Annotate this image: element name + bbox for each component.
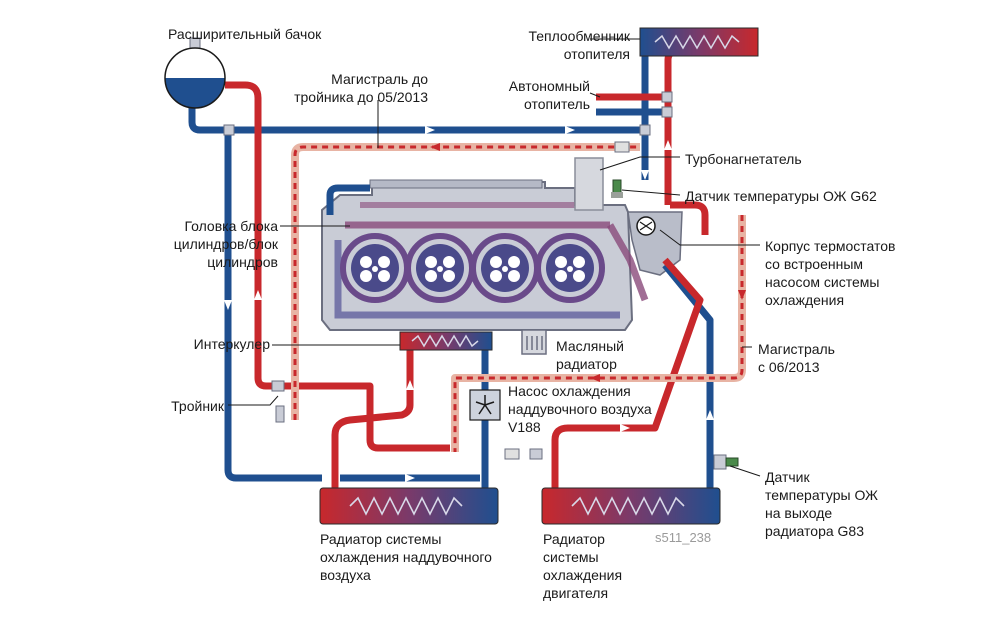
charge-air-pump xyxy=(469,389,501,421)
cylinders xyxy=(340,233,605,303)
label-charge-air-radiator-3: воздуха xyxy=(320,567,371,583)
label-aux-heater: Автономный отопитель xyxy=(500,77,590,113)
label-main-line-old: Магистраль до тройника до 05/2013 xyxy=(270,70,428,106)
label-engine-radiator-2: системы xyxy=(543,549,599,565)
hot-flow-arrows xyxy=(254,140,672,432)
turbocharger xyxy=(574,157,604,211)
label-thermostat-housing-2: со встроенным xyxy=(765,256,864,272)
label-heater-core-1: Теплообменник xyxy=(528,28,630,44)
label-sensor-g83-2: температуры ОЖ xyxy=(765,487,878,503)
label-heater-core: Теплообменник отопителя xyxy=(520,27,630,63)
label-sensor-g83-4: радиатора G83 xyxy=(765,523,865,539)
sensor-g62 xyxy=(611,179,623,198)
oil-cooler xyxy=(521,329,547,355)
label-main-line-old-2: тройника до 05/2013 xyxy=(294,89,428,105)
label-oil-cooler: Масляный радиатор xyxy=(556,337,624,373)
label-sensor-g83-1: Датчик xyxy=(765,469,810,485)
label-engine-radiator-4: двигателя xyxy=(543,585,609,601)
dashed-flow-arrows xyxy=(430,143,746,382)
heater-core xyxy=(639,27,759,57)
label-sensor-g62: Датчик температуры ОЖ G62 xyxy=(685,188,877,204)
label-thermostat-housing-4: охлаждения xyxy=(765,292,845,308)
label-turbocharger: Турбонагнетатель xyxy=(685,151,802,167)
label-charge-air-radiator-1: Радиатор системы xyxy=(320,531,442,547)
label-tee: Тройник xyxy=(171,398,224,414)
label-main-line-new-1: Магистраль xyxy=(758,341,835,357)
label-thermostat-housing-3: насосом системы xyxy=(765,274,880,290)
label-intercooler: Интеркулер xyxy=(193,336,270,352)
label-main-line-old-1: Магистраль до xyxy=(331,71,428,87)
label-aux-heater-2: отопитель xyxy=(524,96,590,112)
fittings xyxy=(223,91,727,470)
label-charge-air-radiator-2: охлаждения наддувочного xyxy=(320,549,492,565)
label-engine-radiator-3: охлаждения xyxy=(543,567,623,583)
label-oil-cooler-1: Масляный xyxy=(556,338,624,354)
label-expansion-tank: Расширительный бачок xyxy=(168,26,322,42)
label-charge-air-pump-3: V188 xyxy=(508,419,541,435)
tee-fitting xyxy=(271,380,285,392)
charge-air-radiator xyxy=(319,487,499,525)
label-charge-air-pump: Насос охлаждения наддувочного воздуха V1… xyxy=(508,382,652,436)
label-thermostat-housing-1: Корпус термостатов xyxy=(765,238,896,254)
label-aux-heater-1: Автономный xyxy=(508,78,590,94)
label-heater-core-2: отопителя xyxy=(563,46,630,62)
label-sensor-g83-3: на выходе xyxy=(765,505,833,521)
label-cylinder-head-3: цилиндров xyxy=(207,254,278,270)
label-oil-cooler-2: радиатор xyxy=(556,356,617,372)
label-cylinder-head-2: цилиндров/блок xyxy=(173,236,278,252)
label-charge-air-pump-2: наддувочного воздуха xyxy=(508,401,652,417)
cylinder-2 xyxy=(405,233,475,303)
dashed-lines xyxy=(291,143,746,452)
label-engine-radiator: Радиатор системы охлаждения двигателя xyxy=(543,530,622,602)
intercooler xyxy=(399,331,493,351)
label-main-line-new-2: с 06/2013 xyxy=(758,359,820,375)
label-cylinder-head: Головка блока цилиндров/блок цилиндров xyxy=(100,217,278,271)
sensor-g83 xyxy=(725,457,739,467)
figure-code: s511_238 xyxy=(655,530,712,545)
label-charge-air-pump-1: Насос охлаждения xyxy=(508,383,631,399)
expansion-tank xyxy=(164,37,226,109)
label-thermostat-housing: Корпус термостатов со встроенным насосом… xyxy=(765,237,896,309)
label-charge-air-radiator: Радиатор системы охлаждения наддувочного… xyxy=(320,530,492,584)
label-engine-radiator-1: Радиатор xyxy=(543,531,605,547)
cylinder-1 xyxy=(340,233,410,303)
label-cylinder-head-1: Головка блока xyxy=(184,218,278,234)
engine-radiator xyxy=(541,487,721,525)
cylinder-4 xyxy=(535,233,605,303)
cylinder-3 xyxy=(470,233,540,303)
label-sensor-g83: Датчик температуры ОЖ на выходе радиатор… xyxy=(765,468,878,540)
label-main-line-new: Магистраль с 06/2013 xyxy=(758,340,835,376)
check-valve xyxy=(275,405,285,423)
leader-lines xyxy=(228,38,761,477)
